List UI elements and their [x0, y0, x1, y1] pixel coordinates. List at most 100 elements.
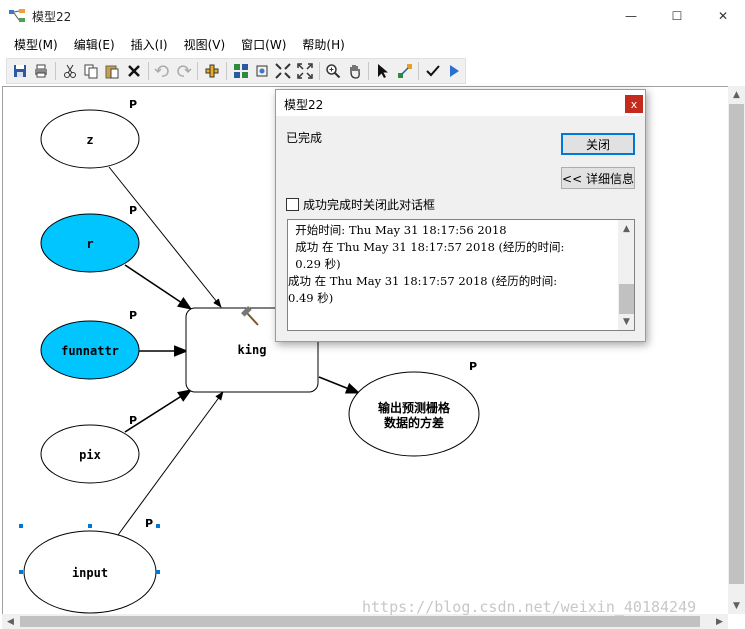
undo-button[interactable] — [152, 60, 173, 82]
dialog-titlebar: 模型22 x — [276, 90, 645, 116]
zoom-in-button[interactable] — [323, 60, 344, 82]
toolbar-separator — [368, 62, 370, 80]
pan-button[interactable] — [344, 60, 365, 82]
selection-handle[interactable] — [88, 524, 92, 528]
progress-dialog: 模型22 x 已完成 关闭 << 详细信息 成功完成时关闭此对话框 开始时间: … — [275, 89, 646, 342]
redo-icon — [176, 65, 192, 77]
vertical-scrollbar[interactable]: ▲ ▼ — [728, 86, 745, 614]
selection-handle[interactable] — [156, 570, 160, 574]
toolbar-separator — [54, 62, 56, 80]
node-z-label: z — [86, 133, 93, 147]
node-king-label: king — [238, 343, 267, 357]
selection-handle[interactable] — [19, 570, 23, 574]
delete-button[interactable] — [123, 60, 144, 82]
node-funnattr[interactable]: funnattr P — [40, 309, 140, 380]
maximize-button[interactable]: ☐ — [654, 0, 700, 32]
close-icon: ✕ — [717, 9, 729, 23]
full-extent-button[interactable] — [251, 60, 272, 82]
watermark: https://blog.csdn.net/weixin_40184249 — [362, 598, 697, 616]
node-output-label-line1: 输出预测栅格 — [378, 400, 451, 415]
close-on-success-checkbox[interactable] — [286, 198, 299, 211]
node-funnattr-label: funnattr — [61, 344, 119, 358]
node-input[interactable]: input P — [19, 517, 160, 614]
zoom-fixed-in-button[interactable] — [273, 60, 294, 82]
node-output[interactable]: 输出预测栅格 数据的方差 P — [348, 360, 480, 457]
cut-icon — [63, 64, 76, 78]
scroll-right-icon[interactable]: ▶ — [716, 616, 723, 627]
log-line: 成功 在 Thu May 31 18:17:57 2018 (经历的时间: — [288, 240, 565, 254]
cut-button[interactable] — [59, 60, 80, 82]
node-r-label: r — [86, 237, 93, 251]
node-pix[interactable]: pix P — [40, 414, 140, 484]
node-r[interactable]: r P — [40, 204, 140, 273]
window-close-button[interactable]: ✕ — [700, 0, 745, 32]
log-textbox[interactable]: 开始时间: Thu May 31 18:17:56 2018 成功 在 Thu … — [287, 219, 635, 331]
close-button[interactable]: 关闭 — [561, 133, 635, 155]
selection-handle[interactable] — [19, 524, 23, 528]
log-line: 开始时间: Thu May 31 18:17:56 2018 — [288, 223, 507, 237]
toolbar-separator — [197, 62, 199, 80]
scroll-up-icon[interactable]: ▲ — [733, 89, 740, 100]
menu-view[interactable]: 视图(V) — [183, 38, 226, 52]
menu-edit[interactable]: 编辑(E) — [73, 38, 115, 52]
connector-king-output[interactable] — [318, 376, 361, 394]
connector-z-king[interactable] — [108, 166, 222, 308]
scroll-down-icon[interactable]: ▼ — [733, 600, 740, 611]
dialog-close-button[interactable]: x — [625, 95, 643, 113]
validate-icon — [426, 65, 440, 77]
selection-handle[interactable] — [156, 524, 160, 528]
connector-pix-king[interactable] — [124, 389, 193, 433]
print-button[interactable] — [30, 60, 51, 82]
dialog-status-text: 已完成 — [286, 131, 323, 145]
paste-icon — [105, 65, 119, 79]
horizontal-scrollbar[interactable]: ◀ ▶ — [2, 614, 728, 629]
menu-model[interactable]: 模型(M) — [14, 38, 58, 52]
select-button[interactable] — [372, 60, 393, 82]
node-funnattr-parameter-tag: P — [129, 309, 137, 322]
redo-button[interactable] — [173, 60, 194, 82]
scroll-thumb[interactable] — [20, 616, 700, 627]
zoom-fixed-out-icon — [297, 63, 313, 79]
run-icon — [450, 65, 460, 77]
menu-bar: 模型(M) 编辑(E) 插入(I) 视图(V) 窗口(W) 帮助(H) — [0, 32, 745, 58]
scroll-up-icon[interactable]: ▲ — [623, 223, 630, 234]
menu-insert[interactable]: 插入(I) — [130, 38, 168, 52]
connector-r-king[interactable] — [124, 264, 193, 310]
paste-button[interactable] — [102, 60, 123, 82]
menu-help[interactable]: 帮助(H) — [302, 38, 345, 52]
window-titlebar: 模型22 — ☐ ✕ — [0, 0, 745, 32]
zoom-in-icon — [326, 64, 341, 79]
add-data-button[interactable] — [201, 60, 222, 82]
pan-icon — [350, 65, 360, 79]
zoom-fixed-in-icon — [275, 63, 292, 79]
add-data-icon — [205, 64, 219, 78]
log-line: 0.29 秒) — [288, 257, 341, 271]
copy-button[interactable] — [80, 60, 101, 82]
node-output-parameter-tag: P — [469, 360, 477, 373]
run-button[interactable] — [444, 60, 465, 82]
scroll-left-icon[interactable]: ◀ — [7, 616, 14, 627]
scroll-thumb[interactable] — [619, 284, 634, 314]
node-z-parameter-tag: P — [129, 98, 137, 111]
scroll-down-icon[interactable]: ▼ — [623, 316, 630, 327]
scroll-thumb[interactable] — [729, 104, 744, 584]
node-pix-label: pix — [79, 448, 101, 462]
log-scrollbar[interactable]: ▲ ▼ — [618, 220, 634, 330]
print-icon — [35, 64, 48, 78]
zoom-fixed-out-button[interactable] — [294, 60, 315, 82]
log-lines: 开始时间: Thu May 31 18:17:56 2018 成功 在 Thu … — [288, 222, 618, 307]
minimize-button[interactable]: — — [608, 0, 654, 32]
close-on-success-option[interactable]: 成功完成时关闭此对话框 — [286, 196, 435, 213]
window-title: 模型22 — [32, 10, 72, 24]
validate-button[interactable] — [422, 60, 443, 82]
connect-button[interactable] — [394, 60, 415, 82]
node-z[interactable]: z P — [40, 98, 140, 169]
details-toggle-button[interactable]: << 详细信息 — [561, 167, 635, 189]
node-output-label-line2: 数据的方差 — [384, 415, 444, 430]
auto-layout-button[interactable] — [230, 60, 251, 82]
delete-icon — [127, 65, 140, 77]
connector-input-king[interactable] — [117, 391, 224, 536]
menu-window[interactable]: 窗口(W) — [241, 38, 287, 52]
save-button[interactable] — [9, 60, 30, 82]
log-line: 成功 在 Thu May 31 18:17:57 2018 (经历的时间: — [288, 274, 558, 288]
